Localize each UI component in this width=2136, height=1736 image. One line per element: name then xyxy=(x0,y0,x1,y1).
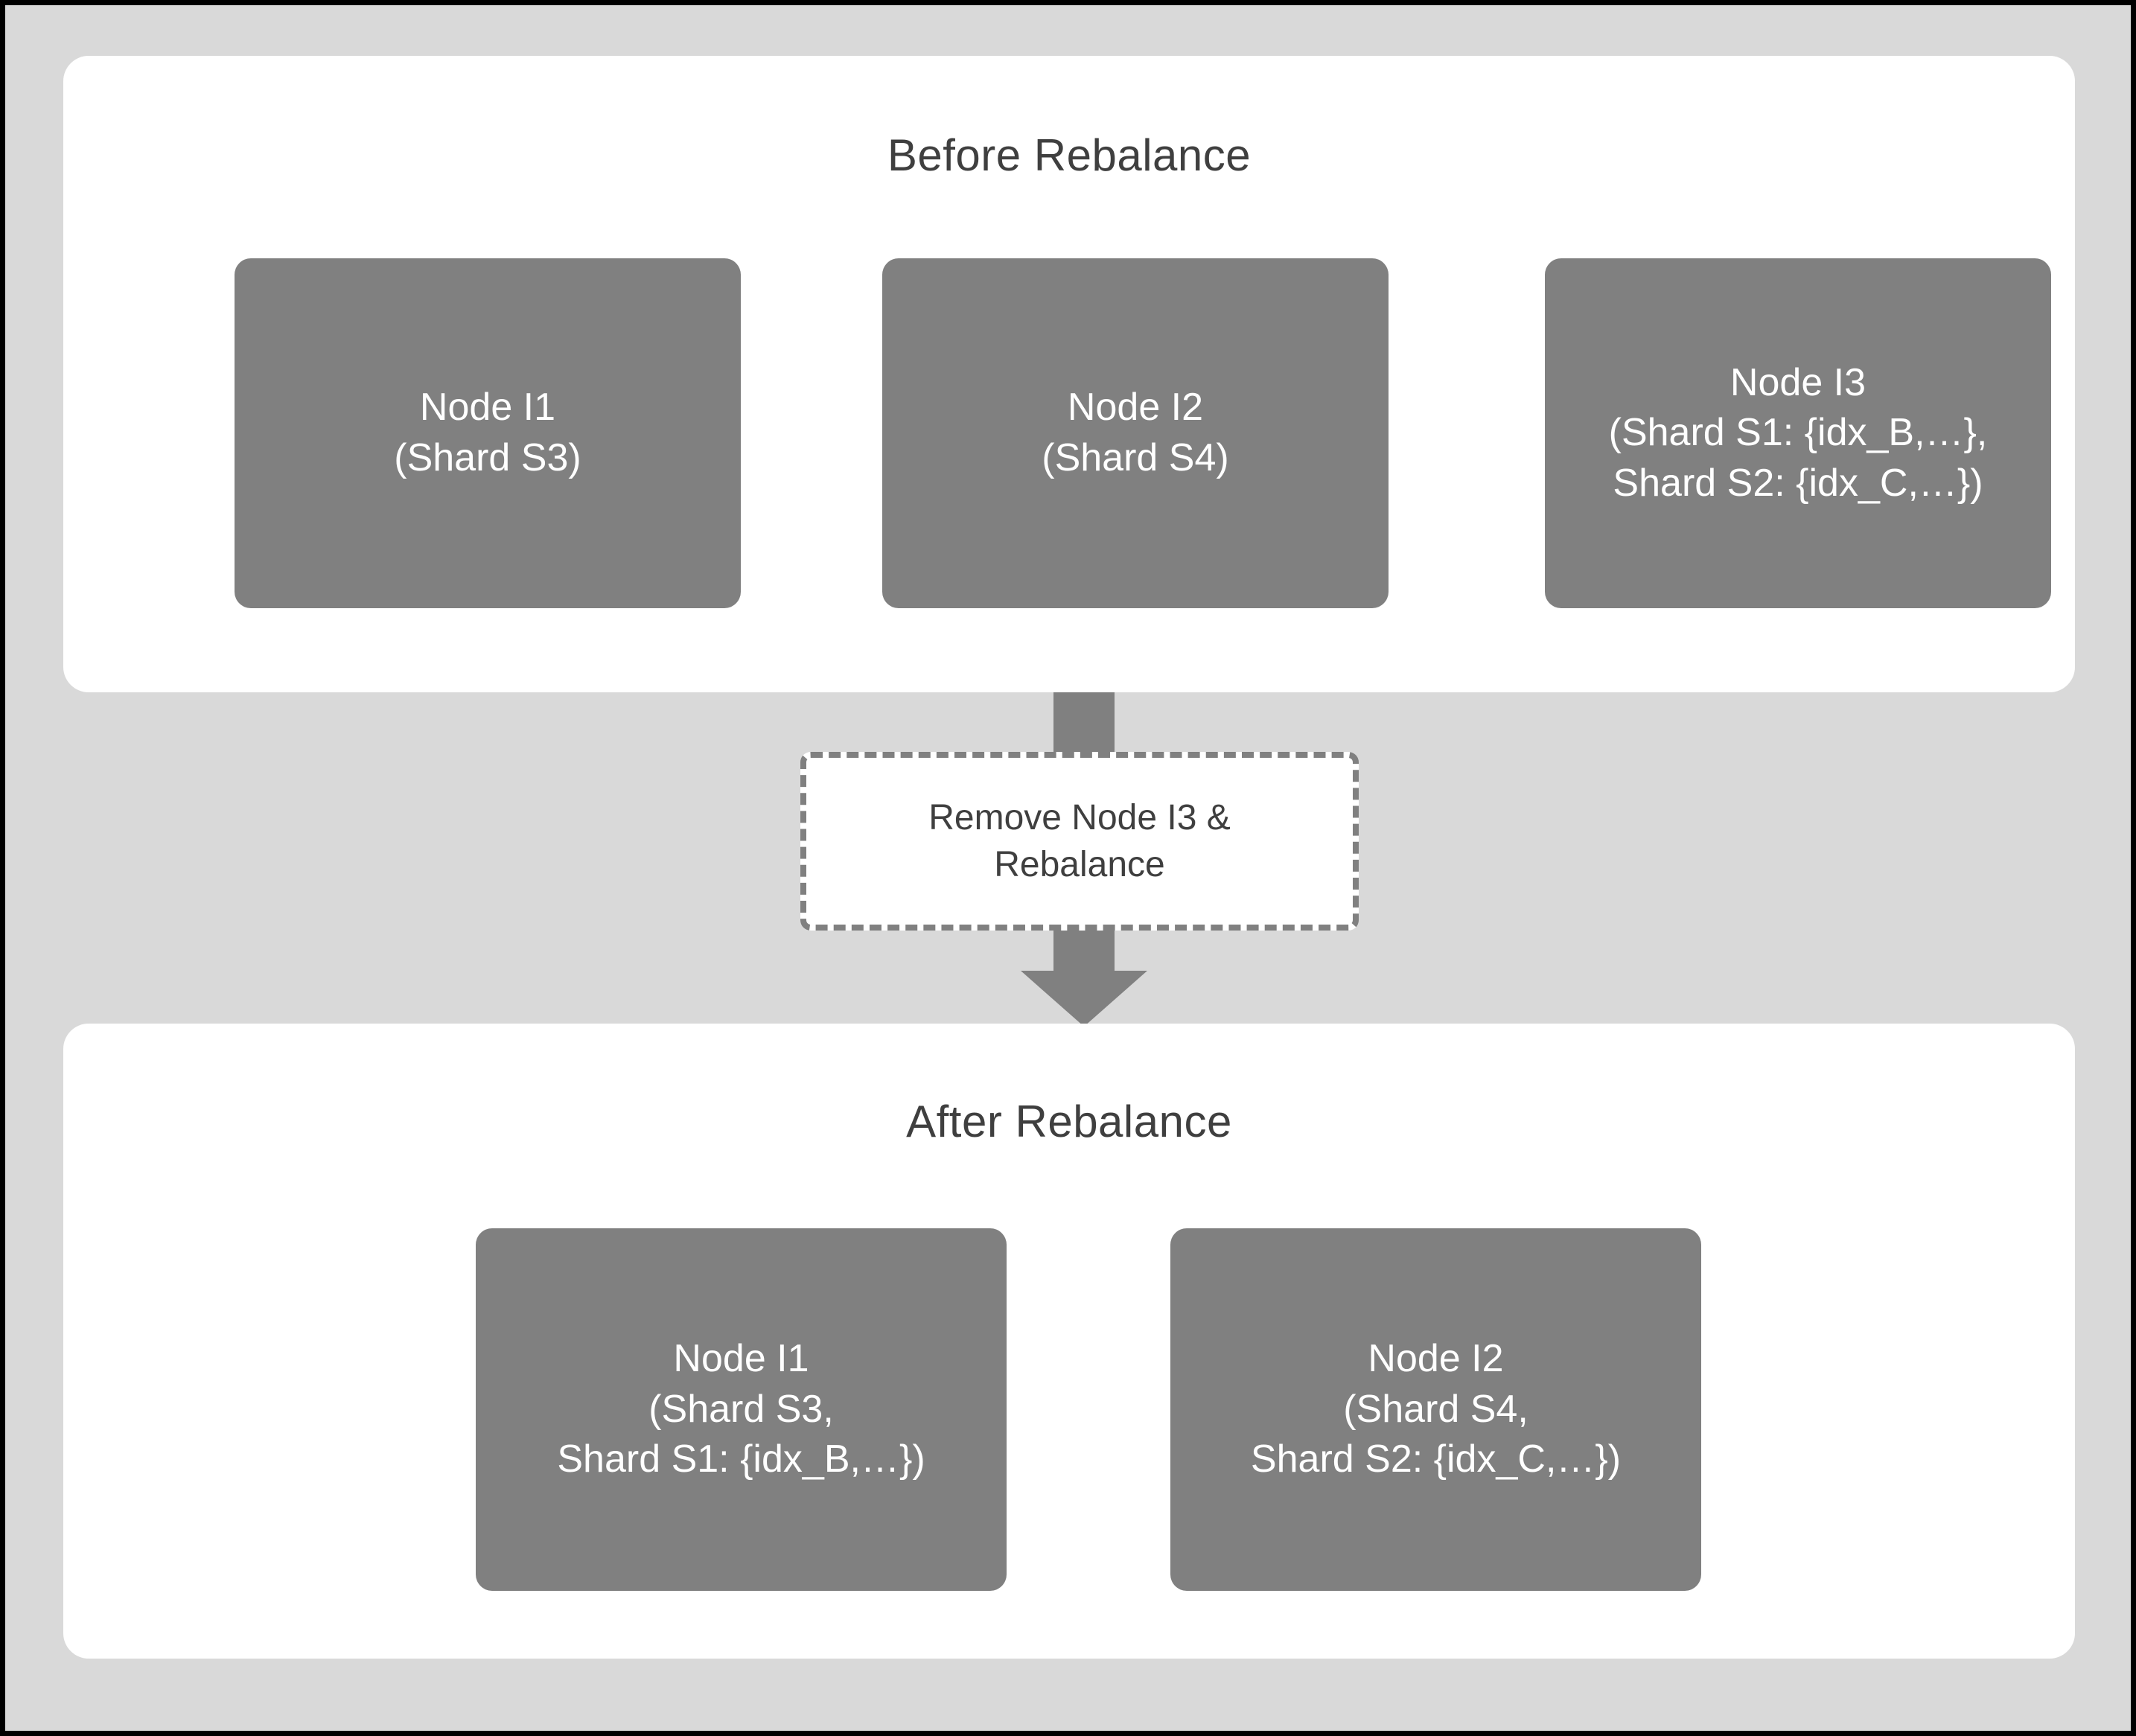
node-line: (Shard S4) xyxy=(1042,436,1229,479)
node-line: Node I1 xyxy=(419,386,556,430)
node-box-i2-before[interactable]: Node I2 (Shard S4) xyxy=(882,258,1389,608)
node-box-i2-after[interactable]: Node I2 (Shard S4, Shard S2: {idx_C,…}) xyxy=(1170,1228,1701,1591)
node-line: Shard S1: {idx_B,…}) xyxy=(557,1437,925,1481)
node-line: (Shard S3) xyxy=(394,436,581,479)
node-box-i1-after[interactable]: Node I1 (Shard S3, Shard S1: {idx_B,…}) xyxy=(476,1228,1007,1591)
transition-action-box[interactable]: Remove Node I3 & Rebalance xyxy=(800,752,1359,931)
node-line: (Shard S1: {idx_B,…}, xyxy=(1608,411,1988,455)
node-line: Shard S2: {idx_C,…}) xyxy=(1250,1437,1622,1481)
phase-title-before: Before Rebalance xyxy=(887,130,1252,180)
action-line: Rebalance xyxy=(994,845,1165,884)
node-line: (Shard S3, xyxy=(648,1387,834,1431)
node-line: Node I3 xyxy=(1729,360,1866,404)
node-line: Node I1 xyxy=(673,1337,809,1381)
node-line: (Shard S4, xyxy=(1343,1387,1528,1431)
node-box-i3-before[interactable]: Node I3 (Shard S1: {idx_B,…}, Shard S2: … xyxy=(1545,258,2051,608)
transition-arrow-head-icon xyxy=(1021,971,1147,1027)
node-line: Node I2 xyxy=(1368,1337,1504,1381)
node-line: Shard S2: {idx_C,…}) xyxy=(1613,461,1983,505)
node-line: Node I2 xyxy=(1067,386,1204,430)
node-box-i1-before[interactable]: Node I1 (Shard S3) xyxy=(235,258,741,608)
phase-title-after: After Rebalance xyxy=(906,1097,1232,1146)
action-line: Remove Node I3 & xyxy=(928,797,1231,837)
phase-panel-after: After Rebalance Node I1 (Shard S3, Shard… xyxy=(63,1024,2075,1659)
phase-panel-before: Before Rebalance Node I1 (Shard S3) Node… xyxy=(63,56,2075,692)
